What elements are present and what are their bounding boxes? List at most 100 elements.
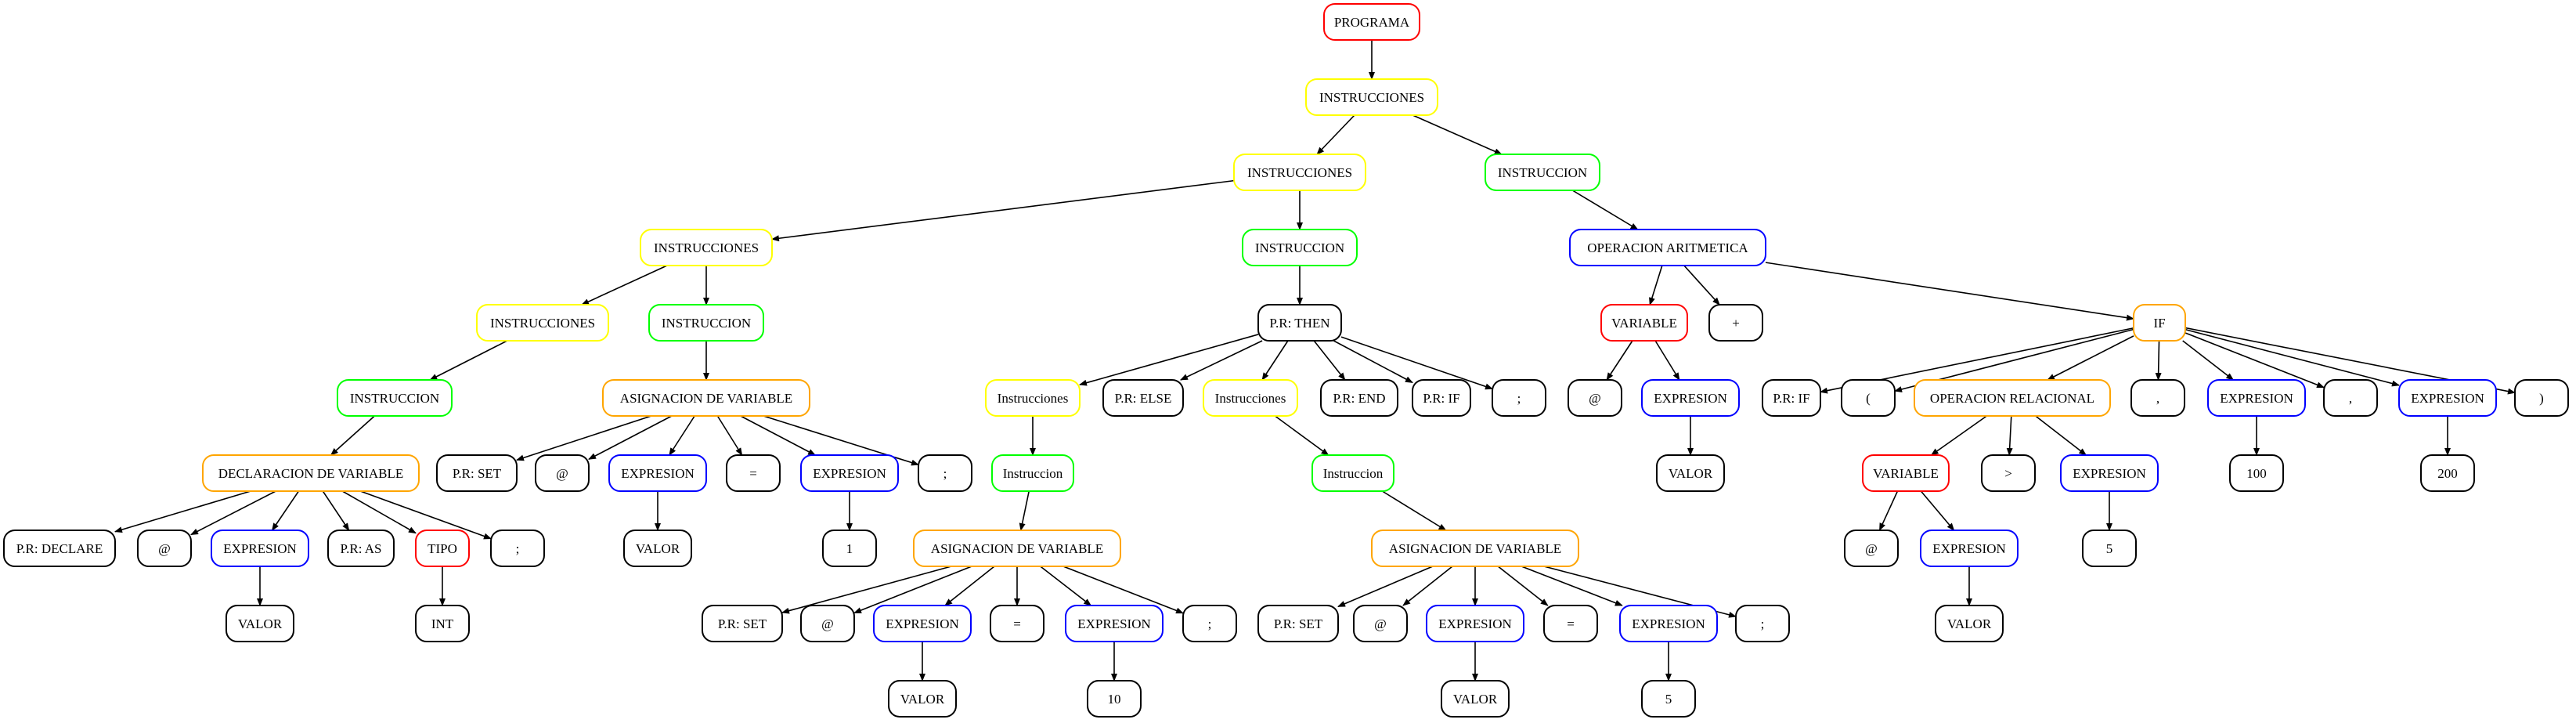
node-instruccion: Instruccion	[991, 454, 1074, 492]
node-label: INSTRUCCIONES	[1319, 90, 1424, 105]
node-label: VALOR	[238, 616, 283, 631]
edge-n4-n7	[581, 265, 668, 305]
node-instruccion: INSTRUCCION	[337, 379, 453, 417]
node-label: 1	[846, 541, 853, 556]
node-label: EXPRESION	[2411, 391, 2484, 406]
edge-n6-n11	[1683, 265, 1720, 305]
edge-n1-n3	[1412, 114, 1503, 155]
node-symbol: ;	[1735, 605, 1790, 642]
edges-layer	[114, 40, 2516, 681]
node-label: (	[1866, 391, 1871, 406]
edge-n12-n26	[2155, 340, 2162, 381]
node-label: EXPRESION	[223, 541, 297, 556]
edge-n10-n21	[1606, 340, 1633, 381]
edge-n55-n71	[1521, 566, 1623, 606]
edge-n55-n70	[1497, 566, 1549, 606]
node-symbol: ,	[2323, 379, 2378, 417]
node-instrucciones: INSTRUCCIONES	[640, 229, 773, 266]
node-label: EXPRESION	[1438, 616, 1512, 631]
edge-n31-n49	[322, 490, 350, 531]
edge-n10-n22	[1654, 340, 1680, 381]
edge-n9-n18	[1313, 340, 1346, 381]
edge-n25-n41	[1930, 415, 1987, 456]
node-symbol: =	[990, 605, 1044, 642]
node-label: INSTRUCCIONES	[490, 316, 595, 331]
node-p-r-set: P.R: SET	[702, 605, 783, 642]
node-valor: VALOR	[623, 530, 692, 567]
node-label: @	[158, 541, 171, 556]
node-200: 200	[2420, 454, 2475, 492]
node-int: INT	[415, 605, 470, 642]
node-p-r-set: P.R: SET	[1257, 605, 1339, 642]
edge-n2-n4	[771, 179, 1235, 242]
edge-n9-n20	[1340, 336, 1493, 390]
edge-n12-n25	[2047, 335, 2134, 381]
node-label: 5	[2106, 541, 2113, 556]
node-box	[476, 304, 609, 342]
node-box	[436, 454, 518, 492]
node-expresion: EXPRESION	[2398, 379, 2497, 417]
node-expresion: EXPRESION	[873, 605, 972, 642]
node-box	[1257, 304, 1342, 342]
node-box	[1257, 605, 1339, 642]
node-1: 1	[822, 530, 877, 567]
node-expresion: EXPRESION	[2060, 454, 2159, 492]
node-box	[1708, 304, 1763, 342]
node-box	[1102, 379, 1184, 417]
node-label: 10	[1108, 692, 1121, 707]
node-instrucciones: INSTRUCCIONES	[1233, 154, 1366, 191]
node-box	[2398, 379, 2497, 417]
node-box	[2060, 454, 2159, 492]
node-box	[1320, 379, 1398, 417]
node-box	[1065, 605, 1164, 642]
node-symbol: @	[1353, 605, 1408, 642]
node-box	[873, 605, 972, 642]
node-label: =	[1567, 616, 1575, 631]
node-box	[327, 530, 395, 567]
node-box	[1182, 605, 1237, 642]
node-box	[990, 605, 1044, 642]
edge-n12-n29	[2185, 328, 2400, 387]
edge-n39-n55	[1381, 490, 1447, 531]
node-tipo: TIPO	[415, 530, 470, 567]
node-label: P.R: SET	[718, 616, 767, 631]
node-p-r-then: P.R: THEN	[1257, 304, 1342, 342]
node-box	[1242, 229, 1358, 266]
node-label: PROGRAMA	[1334, 15, 1410, 30]
node-label: @	[1865, 541, 1878, 556]
node-box	[1841, 379, 1896, 417]
node-box	[913, 530, 1121, 567]
node-box	[490, 530, 545, 567]
edge-n54-n62	[853, 566, 972, 614]
node-instrucciones: Instrucciones	[985, 379, 1081, 417]
node-label: P.R: AS	[341, 541, 382, 556]
node-box	[1569, 229, 1766, 266]
node-box	[1371, 530, 1579, 567]
node-asignacion-de-variable: ASIGNACION DE VARIABLE	[913, 530, 1121, 567]
node-box	[2514, 379, 2569, 417]
node-declaracion-de-variable: DECLARACION DE VARIABLE	[202, 454, 420, 492]
node-label: EXPRESION	[1654, 391, 1727, 406]
node-instrucciones: INSTRUCCIONES	[1305, 78, 1438, 116]
node-box	[137, 530, 192, 567]
node-p-r-as: P.R: AS	[327, 530, 395, 567]
node-box	[3, 530, 116, 567]
node-label: INSTRUCCION	[1498, 165, 1587, 180]
node-symbol: =	[1543, 605, 1598, 642]
node-5: 5	[1641, 680, 1696, 718]
node-box	[225, 605, 294, 642]
node-instrucciones: INSTRUCCIONES	[476, 304, 609, 342]
node-label: VARIABLE	[1611, 316, 1677, 331]
node-asignacion-de-variable: ASIGNACION DE VARIABLE	[1371, 530, 1579, 567]
node-label: INSTRUCCION	[1255, 240, 1344, 255]
node-box	[608, 454, 707, 492]
node-box	[1203, 379, 1298, 417]
node-programa: PROGRAMA	[1323, 3, 1420, 41]
node-p-r-if: P.R: IF	[1412, 379, 1471, 417]
edge-n31-n46	[114, 490, 251, 533]
node-label: @	[1589, 391, 1601, 406]
node-label: INSTRUCCIONES	[1247, 165, 1352, 180]
node-label: @	[1374, 616, 1387, 631]
node-box	[1305, 78, 1438, 116]
